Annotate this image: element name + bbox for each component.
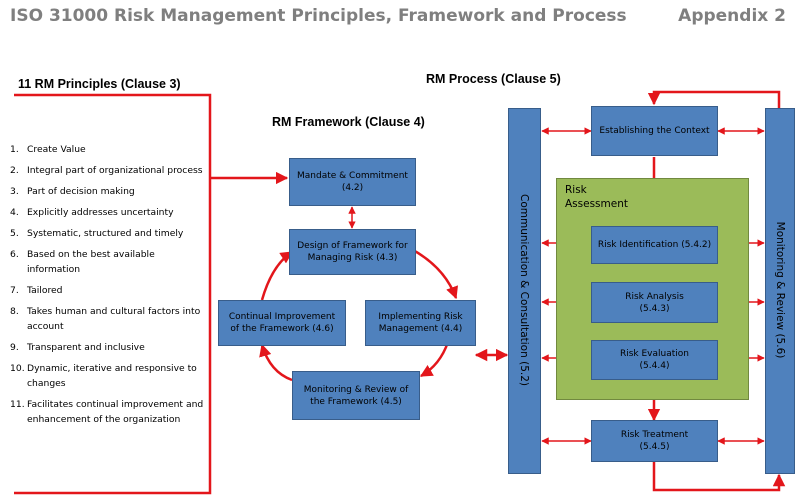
- appendix-label: Appendix 2: [678, 6, 786, 26]
- monitoring-review-framework-box[interactable]: Monitoring & Review of the Framework (4.…: [292, 371, 420, 420]
- list-item: 4.Explicitly addresses uncertainty: [10, 207, 174, 218]
- principles-heading: 11 RM Principles (Clause 3): [18, 77, 181, 91]
- establishing-context-box[interactable]: Establishing the Context: [591, 106, 718, 156]
- design-framework-box[interactable]: Design of Framework for Managing Risk (4…: [289, 229, 416, 275]
- page-title: ISO 31000 Risk Management Principles, Fr…: [10, 6, 627, 26]
- list-item: 7.Tailored: [10, 285, 63, 296]
- risk-treatment-box[interactable]: Risk Treatment (5.4.5): [591, 420, 718, 462]
- principles-bracket: [14, 93, 212, 495]
- process-heading: RM Process (Clause 5): [426, 72, 561, 86]
- list-item: 1.Create Value: [10, 144, 86, 155]
- cycle-arc-monitoring-to-continual: [259, 343, 293, 382]
- list-item: 5.Systematic, structured and timely: [10, 228, 184, 239]
- risk-analysis-box[interactable]: Risk Analysis (5.4.3): [591, 282, 718, 323]
- list-item: 8.Takes human and cultural factors into …: [10, 306, 201, 332]
- mandate-commitment-box[interactable]: Mandate & Commitment (4.2): [289, 158, 416, 206]
- monitoring-review-label: Monitoring & Review (5.6): [774, 221, 786, 359]
- monitoring-review-bar[interactable]: [765, 108, 795, 474]
- principles-list: 1.Create Value 2.Integral part of organi…: [10, 142, 210, 433]
- list-item: 9.Transparent and inclusive: [10, 342, 145, 353]
- communication-consultation-label: Communication & Consultation (5.2): [518, 194, 530, 386]
- list-item: 3.Part of decision making: [10, 186, 135, 197]
- communication-consultation-bar[interactable]: [508, 108, 541, 474]
- risk-identification-box[interactable]: Risk Identification (5.4.2): [591, 226, 718, 264]
- list-item: 10.Dynamic, iterative and responsive to …: [10, 363, 197, 389]
- list-item: 11.Facilitates continual improvement and…: [10, 399, 204, 425]
- cycle-arc-continual-to-design: [260, 250, 294, 301]
- risk-evaluation-box[interactable]: Risk Evaluation (5.4.4): [591, 340, 718, 380]
- list-item: 2.Integral part of organizational proces…: [10, 165, 203, 176]
- framework-heading: RM Framework (Clause 4): [272, 115, 425, 129]
- risk-assessment-label: Risk Assessment: [565, 184, 628, 210]
- list-item: 6.Based on the best available informatio…: [10, 249, 155, 275]
- cycle-arc-design-to-implementing: [412, 248, 458, 300]
- continual-improvement-box[interactable]: Continual Improvement of the Framework (…: [218, 300, 346, 346]
- implementing-risk-box[interactable]: Implementing Risk Management (4.4): [365, 300, 476, 346]
- cycle-arc-implementing-to-monitoring: [419, 341, 450, 378]
